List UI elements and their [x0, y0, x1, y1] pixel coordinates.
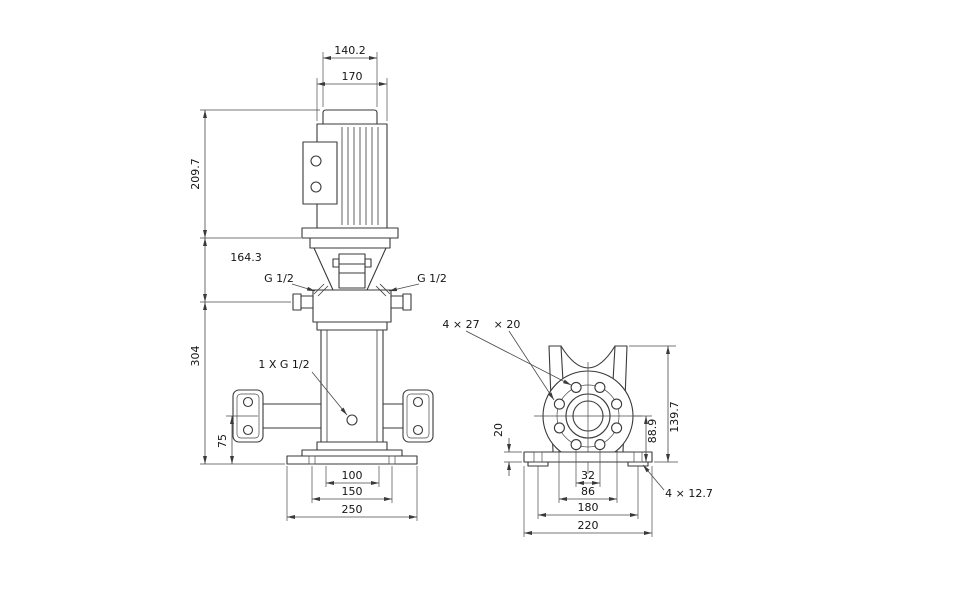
- front-view: 140.2 170 209.7 164.3 304 75: [189, 44, 447, 521]
- dim-label-base-width: 220: [578, 519, 599, 532]
- end-base: [523, 451, 653, 467]
- dim-label-base-bolt-spacing: 150: [342, 485, 363, 498]
- dim-label-head-length: 164.3: [230, 251, 262, 264]
- motor-stool-plate: [309, 237, 391, 249]
- flange-right: [402, 389, 434, 443]
- flange-right-inner: [406, 393, 430, 439]
- flange-bolt-hole: [412, 396, 424, 408]
- flange-bolt-hole: [242, 396, 254, 408]
- dim-label-bracket-height: 139.7: [668, 401, 681, 433]
- label-drain-port: 1 X G 1/2: [258, 358, 309, 371]
- dim-label-motor-width: 170: [342, 70, 363, 83]
- dim-label-hole-span-narrow: 32: [581, 469, 595, 482]
- flange-bolt-hole: [242, 424, 254, 436]
- dim-label-plate-thickness: 20: [492, 423, 505, 437]
- drain-plug: [346, 414, 358, 426]
- dim-label-base-length: 250: [342, 503, 363, 516]
- base-bolt-slot: [308, 455, 316, 465]
- coupling-bolt: [332, 258, 340, 268]
- flange-bolt-holes: [553, 381, 623, 451]
- bore: [572, 400, 604, 432]
- coupling: [338, 253, 366, 289]
- end-base-plate: [523, 451, 653, 463]
- dim-label-end-base-bolt-spacing: 180: [578, 501, 599, 514]
- front-view-dimensions: 140.2 170 209.7 164.3 304 75: [189, 44, 447, 521]
- cable-gland: [310, 181, 322, 193]
- label-gauge-port-left: G 1/2: [264, 272, 294, 285]
- gauge-boss-left: [313, 283, 329, 297]
- note-base-holes: 4 × 12.7: [665, 487, 713, 500]
- dim-label-port-center-height: 88.9: [646, 419, 659, 444]
- note-flange-holes: 4 × 27: [442, 318, 479, 331]
- coupling-bolt: [364, 258, 372, 268]
- motor-fins: [341, 127, 379, 225]
- bolt-circle: [556, 384, 620, 448]
- dim-label-base-inner-width: 100: [342, 469, 363, 482]
- flange-bolt-hole: [412, 424, 424, 436]
- base-bolt-slot: [388, 455, 396, 465]
- end-view-dimensions: 4 × 27 × 20 20 88.9 139.7 32: [442, 318, 713, 537]
- terminal-box: [302, 141, 338, 205]
- note-flange-holes-depth: × 20: [494, 318, 521, 331]
- stack-top-plate: [316, 321, 388, 331]
- stack-bottom-plate: [316, 441, 388, 451]
- base-block: [301, 449, 403, 457]
- pump-base: [286, 449, 418, 465]
- port-stub-right: [402, 293, 412, 311]
- label-gauge-port-right: G 1/2: [417, 272, 447, 285]
- motor-flange: [301, 227, 399, 239]
- end-view: 4 × 27 × 20 20 88.9 139.7 32: [442, 318, 713, 537]
- raised-face: [565, 393, 611, 439]
- base-bolt-slot: [533, 451, 543, 463]
- dim-label-hole-span-wide: 86: [581, 485, 595, 498]
- base-bolt-slot: [633, 451, 643, 463]
- suction-flange-face: [534, 362, 642, 474]
- cable-gland: [310, 155, 322, 167]
- base-foot: [627, 461, 649, 467]
- base-plate: [286, 455, 418, 465]
- fan-cover: [322, 109, 378, 125]
- head-block: [312, 289, 392, 323]
- motor: [301, 109, 399, 249]
- port-stub-left: [292, 293, 302, 311]
- dim-label-motor-height: 209.7: [189, 158, 202, 190]
- dim-label-port-height: 75: [216, 434, 229, 448]
- chamber-stack: [316, 321, 388, 451]
- coupling-stool: [313, 247, 387, 291]
- base-foot: [527, 461, 549, 467]
- dim-label-stack-length: 304: [189, 346, 202, 367]
- dim-label-motor-top-width: 140.2: [334, 44, 366, 57]
- gauge-boss-right: [375, 283, 391, 297]
